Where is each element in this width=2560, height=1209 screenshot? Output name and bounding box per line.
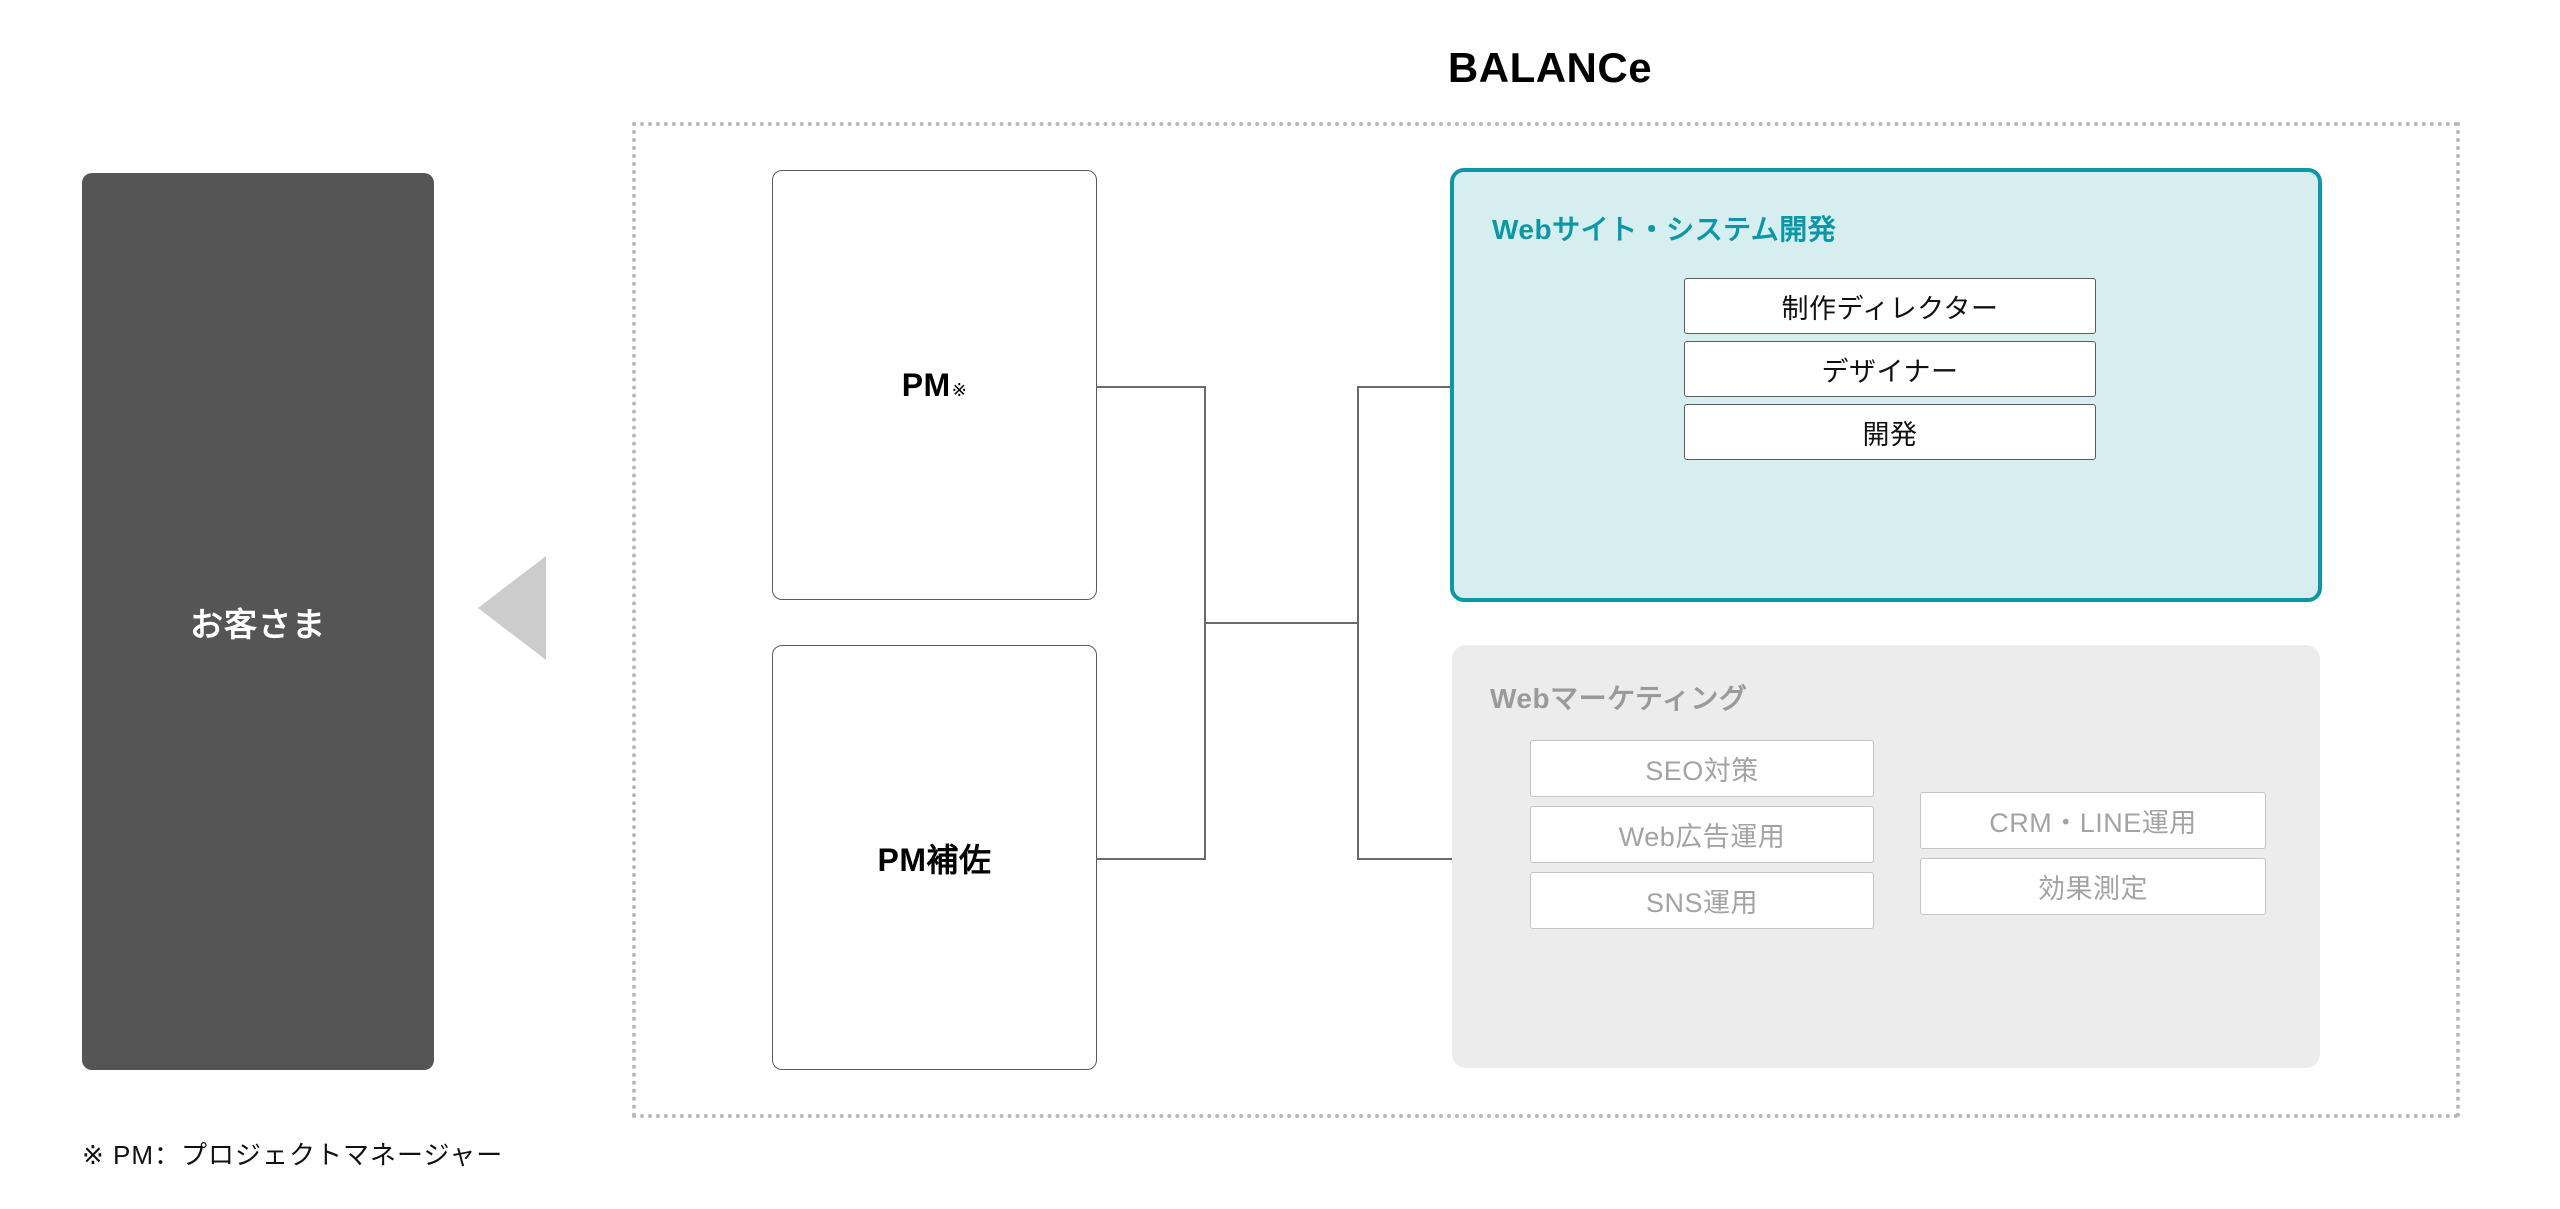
role-label-pm: PM※ (902, 367, 968, 404)
role-box-pm: PM※ (772, 170, 1097, 600)
client-label: お客さま (190, 605, 326, 643)
company-boundary (632, 122, 2460, 1118)
connector-pm-stub (1097, 386, 1205, 388)
role-box-pm-assistant: PM補佐 (772, 645, 1097, 1070)
delivery-arrow-icon (478, 556, 546, 660)
group-web-development: Webサイト・システム開発 制作ディレクター デザイナー 開発 (1450, 168, 2322, 602)
group-item-development: 開発 (1684, 404, 2096, 460)
group-item-effect-measurement: 効果測定 (1920, 858, 2266, 915)
connector-middle-link (1204, 622, 1358, 624)
group-title-web-marketing: Webマーケティング (1490, 683, 1748, 714)
role-name-pm-assistant: PM補佐 (877, 841, 992, 878)
group-web-marketing: Webマーケティング SEO対策 Web広告運用 SNS運用 CRM・LINE運… (1452, 645, 2320, 1068)
role-footnote-marker-pm: ※ (951, 379, 968, 400)
role-label-pm-assistant: PM補佐 (877, 835, 991, 881)
client-box: お客さま (82, 173, 434, 1070)
connector-dev-stub (1357, 386, 1465, 388)
group-item-seo: SEO対策 (1530, 740, 1874, 797)
group-title-web-development: Webサイト・システム開発 (1492, 214, 1837, 245)
group-item-web-ads: Web広告運用 (1530, 806, 1874, 863)
role-name-pm: PM (901, 366, 951, 403)
group-item-production-director: 制作ディレクター (1684, 278, 2096, 334)
footnote: ※ PM：プロジェクトマネージャー (82, 1140, 504, 1170)
group-item-designer: デザイナー (1684, 341, 2096, 397)
diagram-title: BALANCe (1447, 44, 1653, 91)
connector-right-spine (1357, 386, 1359, 860)
group-item-sns: SNS運用 (1530, 872, 1874, 929)
connector-marketing-stub (1357, 858, 1465, 860)
connector-pm-assist-stub (1097, 858, 1205, 860)
group-item-crm-line: CRM・LINE運用 (1920, 792, 2266, 849)
